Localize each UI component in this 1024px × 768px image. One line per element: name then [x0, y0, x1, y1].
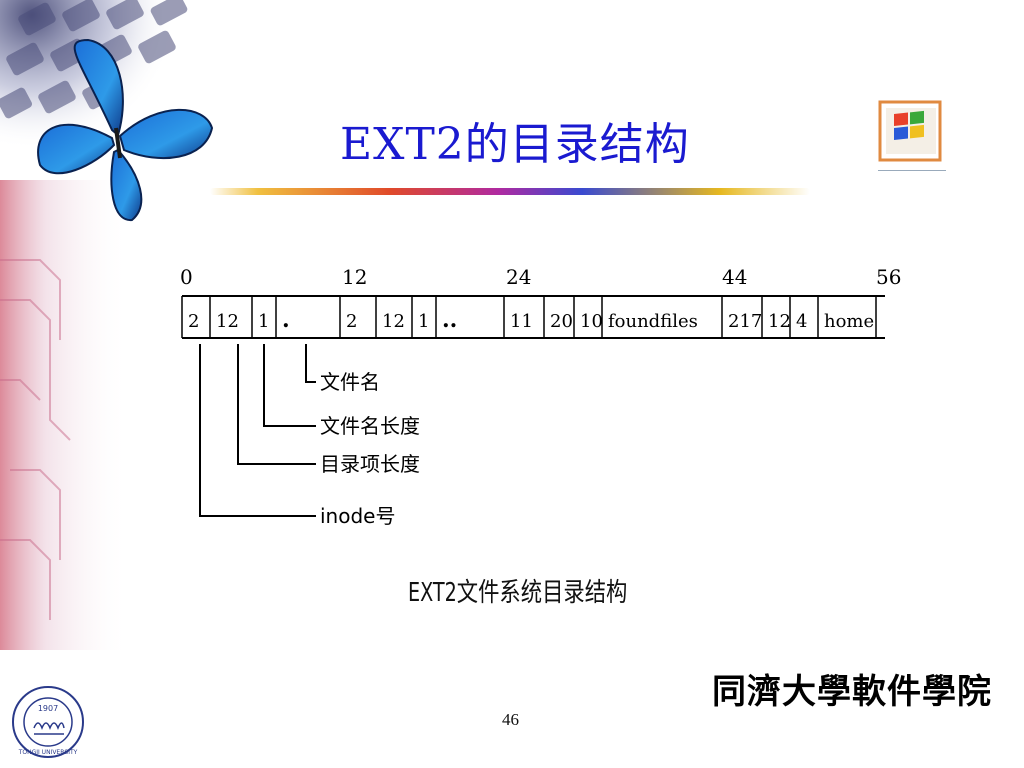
school-name: 同濟大學軟件學院 — [712, 672, 992, 712]
entry-cell-5: 12 — [382, 311, 405, 332]
entry-cell-10: 10 — [580, 311, 603, 332]
svg-text:TONGJI UNIVERSITY: TONGJI UNIVERSITY — [18, 749, 78, 756]
entry-cell-6: 1 — [418, 311, 429, 332]
callout-connector-0 — [305, 344, 316, 383]
offset-label-3: 44 — [722, 265, 747, 289]
svg-text:1907: 1907 — [38, 704, 58, 713]
callout-connector-3 — [199, 344, 316, 517]
entry-cell-4: 2 — [346, 311, 357, 332]
entry-cell-13: 12 — [768, 311, 791, 332]
butterfly-icon — [37, 38, 214, 222]
entry-cell-12: 217 — [728, 311, 762, 332]
callout-connector-2 — [237, 344, 316, 465]
callout-label-1: 文件名长度 — [320, 414, 420, 438]
callout-label-2: 目录项长度 — [320, 452, 420, 476]
entry-cell-8: 11 — [510, 311, 533, 332]
entry-cell-14: 4 — [796, 311, 807, 332]
slide-title: EXT2的目录结构 — [340, 119, 690, 170]
entry-cell-0: 2 — [188, 311, 199, 332]
windows-logo-icon — [878, 100, 946, 171]
offset-label-1: 12 — [342, 265, 367, 289]
offset-label-2: 24 — [506, 265, 531, 289]
callout-label-0: 文件名 — [320, 370, 380, 394]
entry-cell-3: . — [282, 307, 290, 333]
title-underline — [210, 188, 810, 195]
entry-cell-1: 12 — [216, 311, 239, 332]
university-seal-icon: 1907 TONGJI UNIVERSITY — [12, 686, 84, 758]
entry-cell-2: 1 — [258, 311, 269, 332]
callout-label-3: inode号 — [320, 504, 395, 528]
diagram-caption: EXT2文件系统目录结构 — [408, 578, 628, 608]
entry-cell-15: home — [824, 311, 874, 332]
page-number: 46 — [502, 710, 519, 729]
entry-cell-7: .. — [442, 307, 457, 333]
callout-connector-1 — [263, 344, 316, 427]
entry-cell-9: 20 — [550, 311, 573, 332]
entry-cell-11: foundfiles — [608, 311, 698, 332]
offset-label-4: 56 — [876, 265, 901, 289]
offset-label-0: 0 — [180, 265, 193, 289]
